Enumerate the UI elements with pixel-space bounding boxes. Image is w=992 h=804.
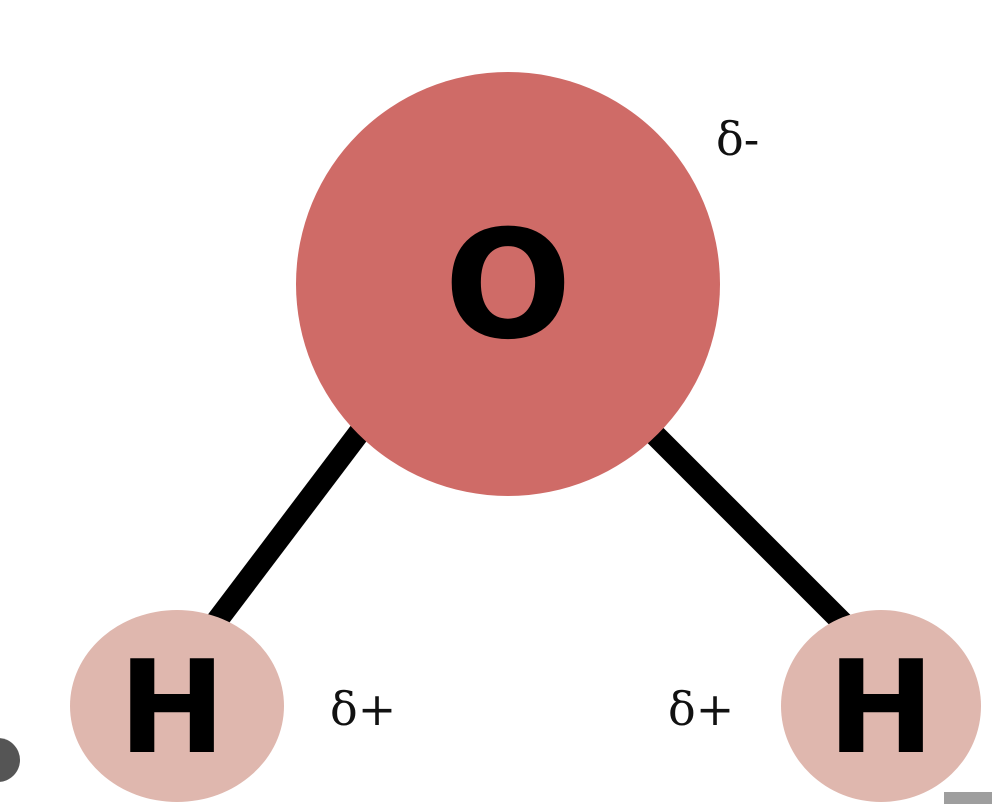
corner-strip: [944, 792, 992, 804]
hydrogen-atom-right: [781, 610, 981, 802]
oxygen-symbol: O: [444, 199, 572, 373]
bond-right: [642, 422, 856, 636]
corner-badge-icon: [0, 738, 20, 782]
hydrogen-right-symbol: H: [827, 634, 934, 783]
hydrogen-atom-left: [70, 610, 284, 802]
hydrogen-left-charge-label: δ+: [330, 682, 396, 736]
oxygen-charge-label: δ-: [716, 112, 759, 166]
hydrogen-right-charge-label: δ+: [668, 682, 734, 736]
oxygen-atom: [296, 72, 720, 496]
hydrogen-left-symbol: H: [118, 634, 225, 783]
bond-left: [201, 418, 374, 637]
